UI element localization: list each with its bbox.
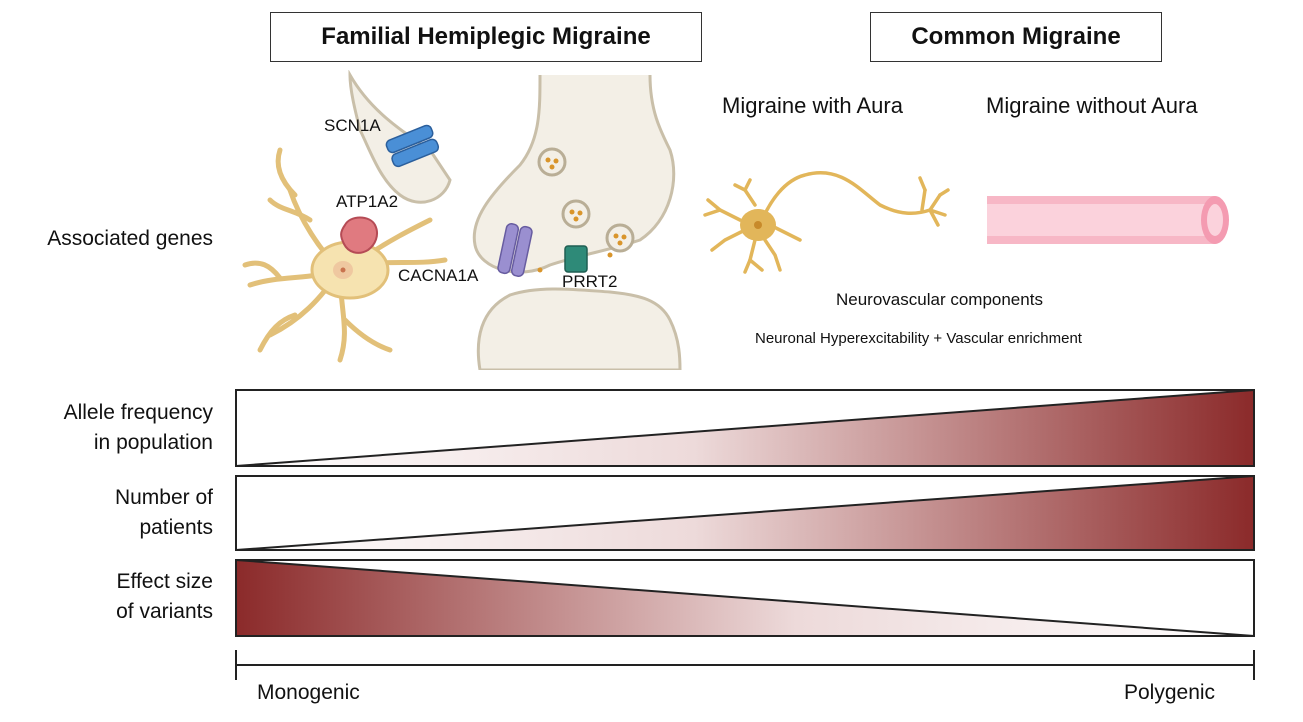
number-of-patients-label: Number of patients [115,483,213,543]
presynaptic-terminal-main [472,74,676,274]
without-aura-label: Migraine without Aura [986,93,1198,118]
scn1a-channel [385,124,440,168]
axis-label-polygenic: Polygenic [1124,681,1216,704]
vesicle [561,199,591,229]
with-aura-label: Migraine with Aura [722,93,903,118]
effect-size-label: Effect size of variants [116,567,213,627]
neurovascular-title: Neurovascular components [836,290,1043,309]
postsynaptic-terminal [476,287,682,370]
effect-size-line1: Effect size [116,570,214,593]
allele-frequency-line1: Allele frequency [63,401,213,424]
effect-size-line2: of variants [116,600,213,623]
number-of-patients-line2: patients [139,516,213,539]
gradient-rows [235,389,1255,637]
gene-label-cacna1a: CACNA1A [398,266,479,285]
neuron-illustration [703,171,950,274]
number-of-patients-gradient [235,475,1255,551]
effect-size-gradient [235,559,1255,637]
allele-frequency-line2: in population [93,431,213,454]
spectrum-axis [235,650,1255,680]
prrt2-protein [564,245,588,273]
cacna1a-channel [497,223,533,277]
gene-label-prrt2: PRRT2 [562,272,618,291]
header-common-text: Common Migraine [911,23,1121,50]
associated-genes-label: Associated genes [47,227,213,250]
vesicle [537,147,567,177]
gene-label-scn1a: SCN1A [324,116,381,135]
atp1a2-pump [340,216,378,254]
vesicle [605,223,635,253]
gene-label-atp1a2: ATP1A2 [336,192,399,211]
blood-vessel-icon [987,196,1229,244]
allele-frequency-label: Allele frequency in population [64,398,213,458]
synapse-illustration [242,70,682,370]
axis-label-monogenic: Monogenic [257,681,360,704]
allele-frequency-gradient [235,389,1255,467]
header-fhm-text: Familial Hemiplegic Migraine [321,23,651,50]
neurovascular-subtitle: Neuronal Hyperexcitability + Vascular en… [755,330,1082,347]
header-fhm: Familial Hemiplegic Migraine [270,12,702,62]
number-of-patients-line1: Number of [114,486,213,509]
header-common: Common Migraine [870,12,1162,62]
